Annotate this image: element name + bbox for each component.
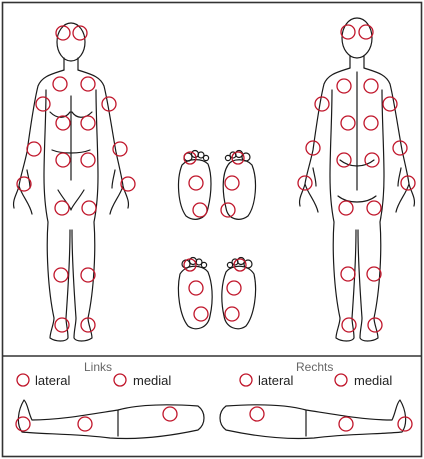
- marker[interactable]: [339, 201, 353, 215]
- marker[interactable]: [55, 201, 69, 215]
- legend-label-left-lateral: lateral: [35, 373, 71, 388]
- marker[interactable]: [342, 318, 356, 332]
- marker[interactable]: [364, 116, 378, 130]
- marker[interactable]: [315, 97, 329, 111]
- marker[interactable]: [367, 267, 381, 281]
- marker[interactable]: [337, 79, 351, 93]
- marker[interactable]: [82, 201, 96, 215]
- marker[interactable]: [225, 176, 239, 190]
- chart-border: [3, 3, 422, 457]
- legend-label-right-lateral: lateral: [258, 373, 294, 388]
- marker[interactable]: [221, 203, 235, 217]
- marker[interactable]: [81, 153, 95, 167]
- marker[interactable]: [383, 97, 397, 111]
- marker[interactable]: [81, 268, 95, 282]
- marker[interactable]: [189, 176, 203, 190]
- marker[interactable]: [193, 203, 207, 217]
- marker[interactable]: [367, 201, 381, 215]
- legend-circle-left-lateral: [17, 374, 29, 386]
- marker[interactable]: [189, 281, 203, 295]
- right-side-title: Rechts: [296, 360, 333, 374]
- marker[interactable]: [341, 116, 355, 130]
- markers-lateral-legs[interactable]: [16, 407, 412, 431]
- marker[interactable]: [81, 77, 95, 91]
- lateral-legs-figure: [18, 400, 405, 439]
- marker[interactable]: [81, 116, 95, 130]
- marker[interactable]: [227, 281, 241, 295]
- left-side-title: Links: [84, 360, 112, 374]
- marker[interactable]: [393, 141, 407, 155]
- marker[interactable]: [194, 307, 208, 321]
- marker[interactable]: [364, 79, 378, 93]
- marker[interactable]: [365, 153, 379, 167]
- marker[interactable]: [56, 116, 70, 130]
- marker[interactable]: [341, 267, 355, 281]
- marker[interactable]: [337, 153, 351, 167]
- marker[interactable]: [225, 307, 239, 321]
- marker[interactable]: [250, 407, 264, 421]
- marker[interactable]: [56, 153, 70, 167]
- marker[interactable]: [339, 417, 353, 431]
- marker[interactable]: [36, 97, 50, 111]
- markers-front-body[interactable]: [17, 26, 135, 332]
- soles-figure: [178, 151, 255, 329]
- back-body-figure: [300, 18, 415, 341]
- legend-label-left-medial: medial: [133, 373, 171, 388]
- markers-soles[interactable]: [184, 152, 246, 321]
- marker[interactable]: [54, 268, 68, 282]
- marker[interactable]: [78, 417, 92, 431]
- marker[interactable]: [27, 142, 41, 156]
- marker[interactable]: [163, 407, 177, 421]
- marker[interactable]: [53, 77, 67, 91]
- legend-circle-right-medial: [335, 374, 347, 386]
- legend-circle-right-lateral: [240, 374, 252, 386]
- legend-label-right-medial: medial: [354, 373, 392, 388]
- legend-circle-left-medial: [114, 374, 126, 386]
